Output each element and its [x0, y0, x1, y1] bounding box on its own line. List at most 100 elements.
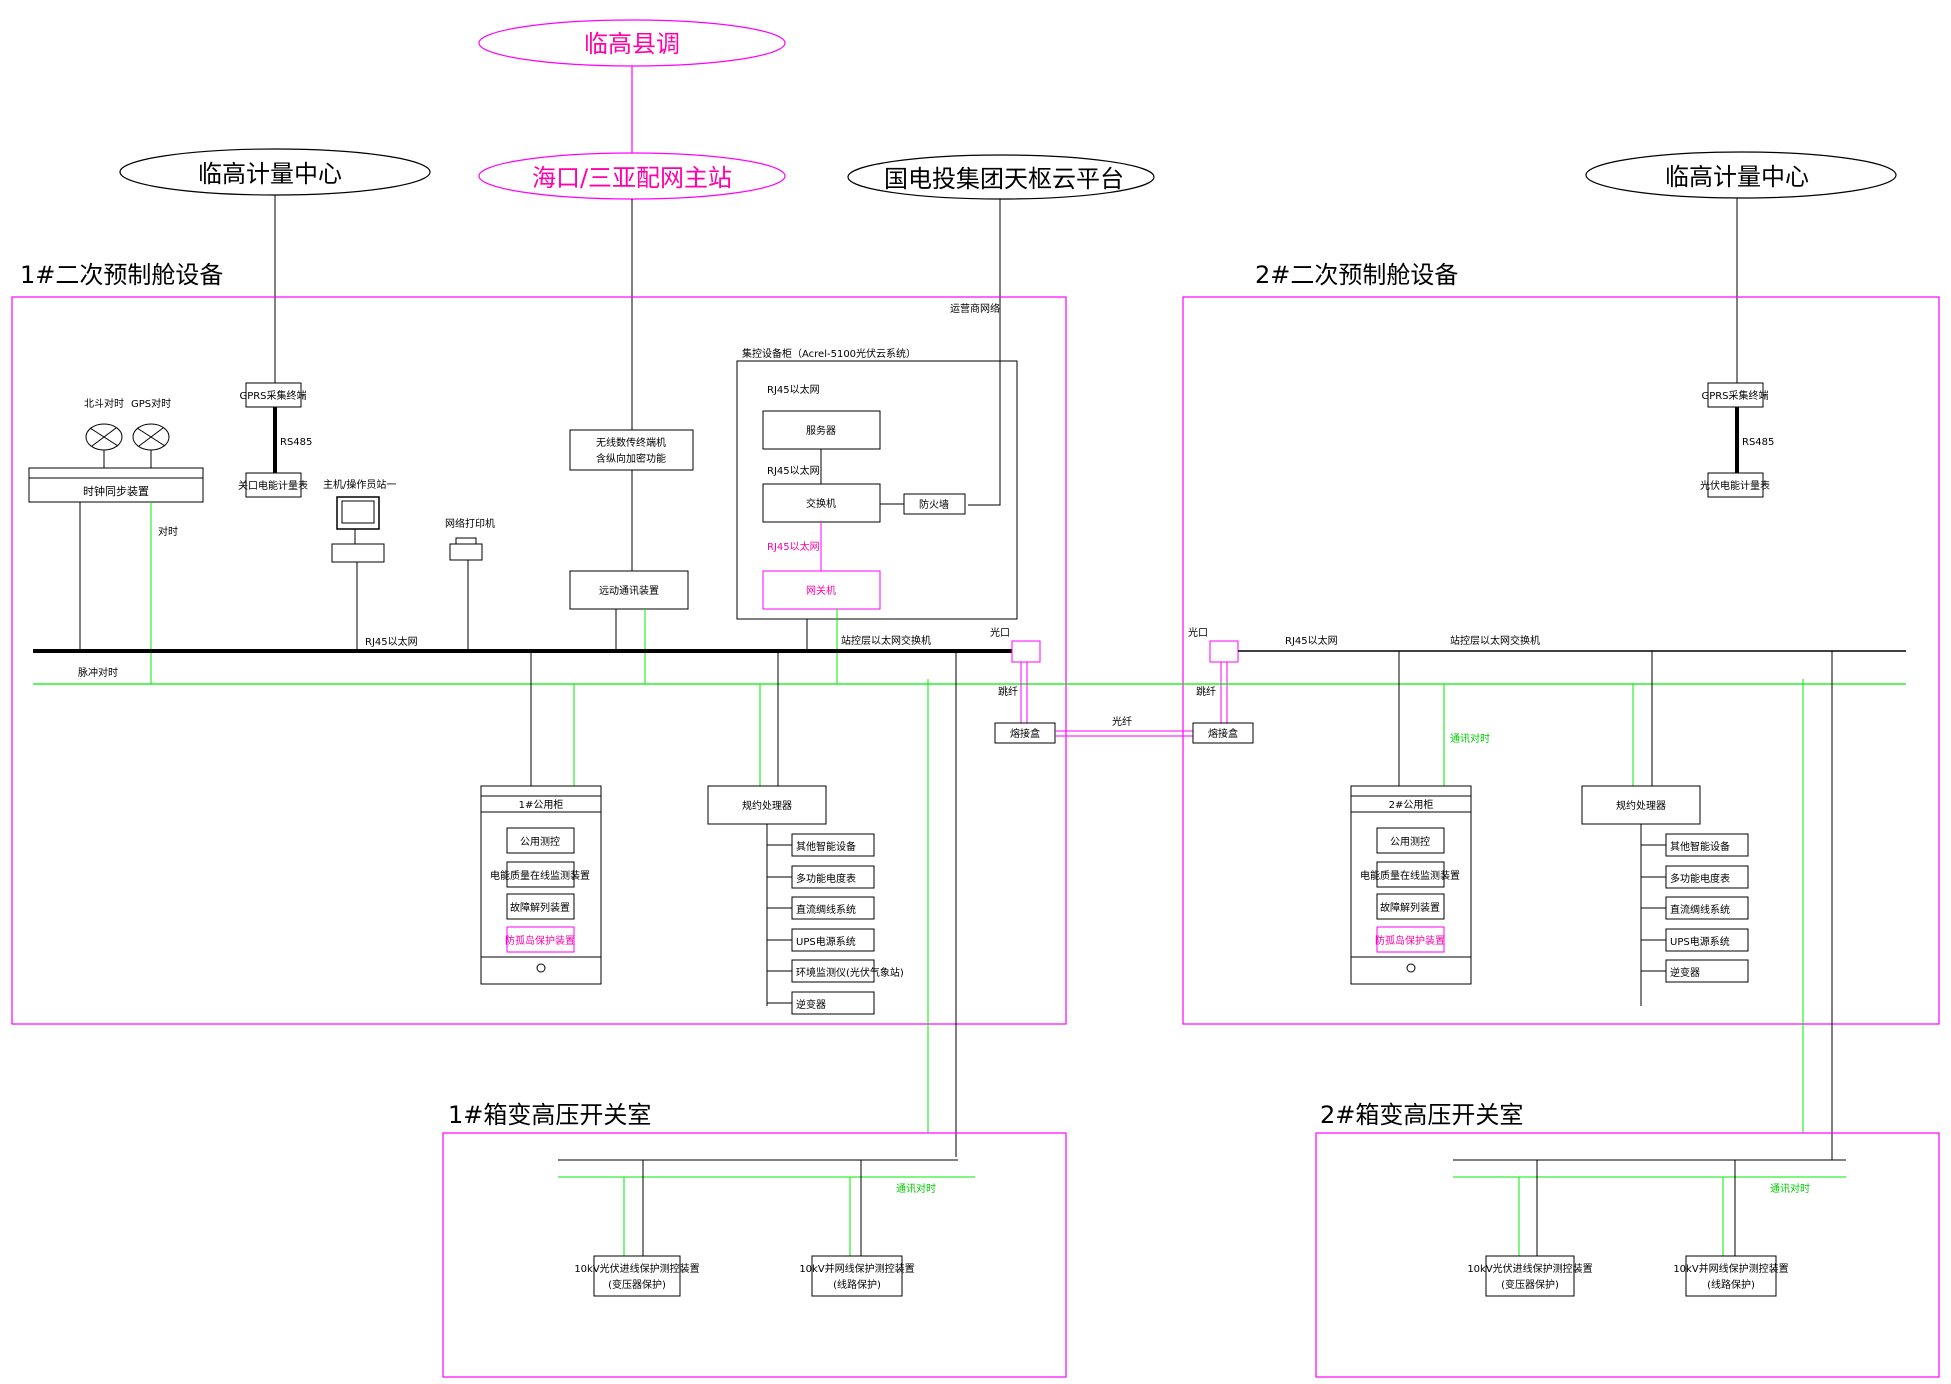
switch-room1-comm-sync: 通讯对时 — [896, 1182, 936, 1195]
cabin2-optical-label: 光口 — [1188, 626, 1208, 639]
cabin1-protocol-item-2: 直流绸线系统 — [796, 903, 856, 916]
cabin2-protocol-item-3: UPS电源系统 — [1670, 935, 1730, 948]
cabin2-region: 2#二次预制舱设备 GPRS采集终端 RS485 光伏电能计量表 光口 跳纤 熔… — [1066, 261, 1940, 1025]
switch-room1-device-1[interactable]: 10kV光伏进线保护测控装置 (变压器保护) — [574, 1255, 700, 1297]
beidou-dish-icon — [85, 423, 123, 468]
switch-label: 交换机 — [806, 497, 836, 510]
cabin2-comm-sync-label: 通讯对时 — [1450, 732, 1490, 745]
switch-room2-device-1-line1: 10kV光伏进线保护测控装置 — [1467, 1262, 1592, 1275]
wireless-line-1: 无线数传终端机 — [596, 436, 666, 449]
host-label: 主机/操作员站一 — [323, 478, 396, 491]
gps-label: GPS对时 — [131, 397, 171, 410]
switch-room1-device-2-line2: (线路保护) — [833, 1278, 881, 1291]
switch-room2-comm-sync: 通讯对时 — [1770, 1182, 1810, 1195]
rs485-left-label: RS485 — [280, 437, 312, 448]
cabin2-fusion-label: 熔接盒 — [1208, 727, 1238, 740]
cabin2-public-cabinet[interactable]: 2#公用柜 公用测控 电能质量在线监测装置 故障解列装置 防孤岛保护装置 — [1350, 785, 1472, 985]
switch-room2-device-1[interactable]: 10kV光伏进线保护测控装置 (变压器保护) — [1467, 1255, 1593, 1297]
rs485-right-label: RS485 — [1742, 437, 1774, 448]
county-dispatch-label: 临高县调 — [584, 30, 680, 58]
cabin1-protocol-processor[interactable]: 规约处理器 — [707, 785, 827, 825]
meter-right-label: 光伏电能计量表 — [1700, 479, 1770, 492]
pulse-sync-label: 对时 — [158, 525, 178, 538]
gps-dish-icon — [132, 423, 170, 468]
cab-rj45-3: RJ45以太网 — [767, 540, 820, 553]
county-dispatch-node[interactable]: 临高县调 — [478, 19, 786, 67]
switch-room2-device-2[interactable]: 10kV并网线保护测控装置 (线路保护) — [1673, 1255, 1789, 1297]
gprs-terminal-left[interactable]: GPRS采集终端 — [239, 382, 307, 408]
cabin2-fusion-box[interactable]: 熔接盒 — [1192, 722, 1254, 744]
metering-center-left-node[interactable]: 临高计量中心 — [119, 148, 431, 196]
host-computer-icon[interactable] — [331, 496, 385, 563]
printer-icon[interactable] — [449, 537, 483, 561]
cloud-platform-label: 国电投集团天枢云平台 — [884, 165, 1124, 193]
cabin2-bus-label: RJ45以太网 — [1285, 634, 1338, 647]
cabin1-protocol-item-4: 环境监测仪(光伏气象站) — [796, 966, 904, 979]
cabin1-protocol-item-1: 多功能电度表 — [796, 872, 856, 885]
cabin1-title: 1#二次预制舱设备 — [20, 261, 223, 289]
cabin2-optical-port[interactable] — [1209, 640, 1239, 663]
switch-box[interactable]: 交换机 — [762, 483, 881, 523]
control-cabinet: 集控设备柜（Acrel-5100光伏云系统） RJ45以太网 服务器 RJ45以… — [736, 347, 1018, 620]
cabin1-protocol-label: 规约处理器 — [742, 799, 792, 812]
clock-sync-device[interactable]: 时钟同步装置 — [28, 467, 204, 503]
operator-network-label: 运营商网络 — [950, 302, 1000, 315]
gateway-box[interactable]: 网关机 — [762, 570, 881, 610]
cabin2-protocol-processor[interactable]: 规约处理器 — [1581, 785, 1701, 825]
cabin1-switch-label: 站控层以太网交换机 — [841, 634, 931, 647]
gprs-right-label: GPRS采集终端 — [1701, 389, 1768, 402]
cabin2-switch-label: 站控层以太网交换机 — [1450, 634, 1540, 647]
cabin1-public-title: 1#公用柜 — [519, 798, 564, 811]
cloud-platform-node[interactable]: 国电投集团天枢云平台 — [847, 154, 1155, 200]
wireless-terminal[interactable]: 无线数传终端机 含纵向加密功能 — [569, 429, 694, 471]
cabin1-optical-port[interactable] — [1011, 640, 1041, 663]
gateway-label: 网关机 — [806, 584, 836, 597]
cabin1-public-cabinet[interactable]: 1#公用柜 公用测控 电能质量在线监测装置 故障解列装置 防孤岛保护装置 — [480, 785, 602, 985]
cabin2-protocol-label: 规约处理器 — [1616, 799, 1666, 812]
master-station-label: 海口/三亚配网主站 — [532, 164, 732, 192]
switch-room2-device-2-line1: 10kV并网线保护测控装置 — [1673, 1262, 1788, 1275]
wireless-line-2: 含纵向加密功能 — [596, 452, 666, 465]
switch-room1-device-1-line2: (变压器保护) — [608, 1278, 666, 1291]
cabin2-protocol-item-2: 直流绸线系统 — [1670, 903, 1730, 916]
switch-room1-title: 1#箱变高压开关室 — [448, 1101, 651, 1129]
cabin1-protocol-items: 其他智能设备 多功能电度表 直流绸线系统 UPS电源系统 环境监测仪(光伏气象站… — [767, 833, 904, 1015]
cabin1-bus-label: RJ45以太网 — [365, 635, 418, 648]
metering-center-right-node[interactable]: 临高计量中心 — [1585, 151, 1897, 199]
cabin1-jumper-label: 跳纤 — [998, 685, 1018, 698]
switch-room1-device-2-line1: 10kV并网线保护测控装置 — [799, 1262, 914, 1275]
telecontrol-label: 远动通讯装置 — [599, 584, 659, 597]
cabin2-protocol-items: 其他智能设备 多功能电度表 直流绸线系统 UPS电源系统 逆变器 — [1641, 833, 1749, 983]
cabin2-title: 2#二次预制舱设备 — [1255, 261, 1458, 289]
cabin1-fusion-label: 熔接盒 — [1010, 727, 1040, 740]
firewall-box[interactable]: 防火墙 — [903, 493, 966, 515]
cabin1-optical-label: 光口 — [990, 626, 1010, 639]
firewall-label: 防火墙 — [919, 498, 949, 511]
cabin2-public-item-2: 故障解列装置 — [1380, 901, 1440, 914]
cabin2-public-item-0: 公用测控 — [1390, 835, 1430, 848]
metering-center-right-label: 临高计量中心 — [1665, 163, 1809, 191]
meter-left[interactable]: 关口电能计量表 — [238, 472, 308, 498]
cab-rj45-2: RJ45以太网 — [767, 464, 820, 477]
cabin1-protocol-item-0: 其他智能设备 — [796, 840, 856, 853]
clock-sync-label: 时钟同步装置 — [83, 484, 149, 498]
fiber-label: 光纤 — [1112, 715, 1132, 728]
cabin1-public-item-0: 公用测控 — [520, 835, 560, 848]
switch-room1-region: 1#箱变高压开关室 通讯对时 10kV光伏进线保护测控装置 (变压器保护) 10… — [442, 1101, 1067, 1378]
meter-right[interactable]: 光伏电能计量表 — [1700, 472, 1770, 498]
telecontrol-device[interactable]: 远动通讯装置 — [569, 570, 689, 610]
cabin1-fusion-box[interactable]: 熔接盒 — [994, 722, 1056, 744]
switch-room1-device-1-line1: 10kV光伏进线保护测控装置 — [574, 1262, 699, 1275]
control-cabinet-title: 集控设备柜（Acrel-5100光伏云系统） — [742, 347, 916, 360]
cabin1-public-item-1: 电能质量在线监测装置 — [490, 869, 590, 882]
switch-room1-device-2[interactable]: 10kV并网线保护测控装置 (线路保护) — [799, 1255, 915, 1297]
cab-rj45-1: RJ45以太网 — [767, 383, 820, 396]
cabin2-protocol-item-4: 逆变器 — [1670, 966, 1700, 979]
beidou-label: 北斗对时 — [84, 397, 124, 410]
master-station-node[interactable]: 海口/三亚配网主站 — [478, 152, 786, 200]
cabin1-protocol-item-3: UPS电源系统 — [796, 935, 856, 948]
server-box[interactable]: 服务器 — [762, 410, 881, 450]
printer-label: 网络打印机 — [445, 517, 495, 530]
gprs-terminal-right[interactable]: GPRS采集终端 — [1701, 382, 1769, 408]
